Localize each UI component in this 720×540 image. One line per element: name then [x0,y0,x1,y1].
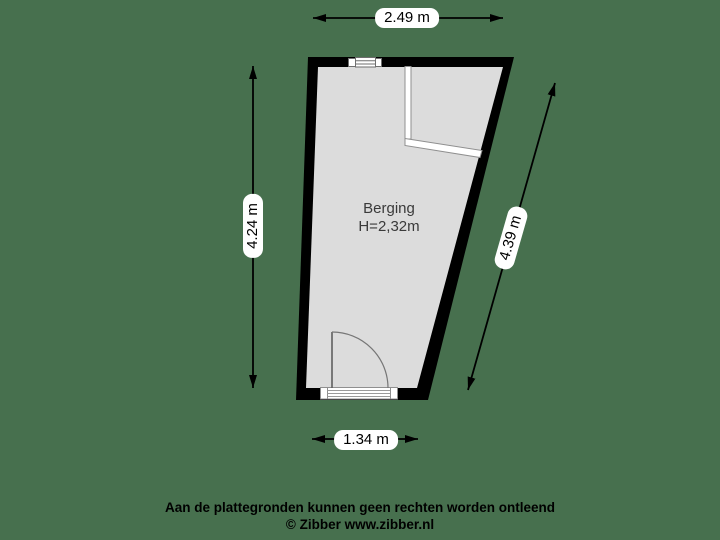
dimension-label-bottom: 1.34 m [334,430,398,450]
footer: Aan de plattegronden kunnen geen rechten… [0,499,720,533]
room-label: Berging H=2,32m [358,200,419,236]
window-jamb-right [375,58,382,67]
window-frame [355,57,376,68]
door-swing-arc [331,331,389,389]
footer-copyright: © Zibber www.zibber.nl [285,517,435,532]
room-name: Berging [363,200,415,217]
footer-disclaimer: Aan de plattegronden kunnen geen rechten… [164,500,556,515]
door-threshold [320,387,398,400]
room-height: H=2,32m [358,218,420,235]
dimension-label-top: 2.49 m [375,8,439,28]
door-jamb-right [390,387,398,400]
interior-partition-vertical [404,66,412,140]
window-vent-symbol [348,57,382,68]
dimension-label-left: 4.24 m [243,194,263,258]
window-jamb-left [348,58,356,67]
door-jamb-left [320,387,328,400]
